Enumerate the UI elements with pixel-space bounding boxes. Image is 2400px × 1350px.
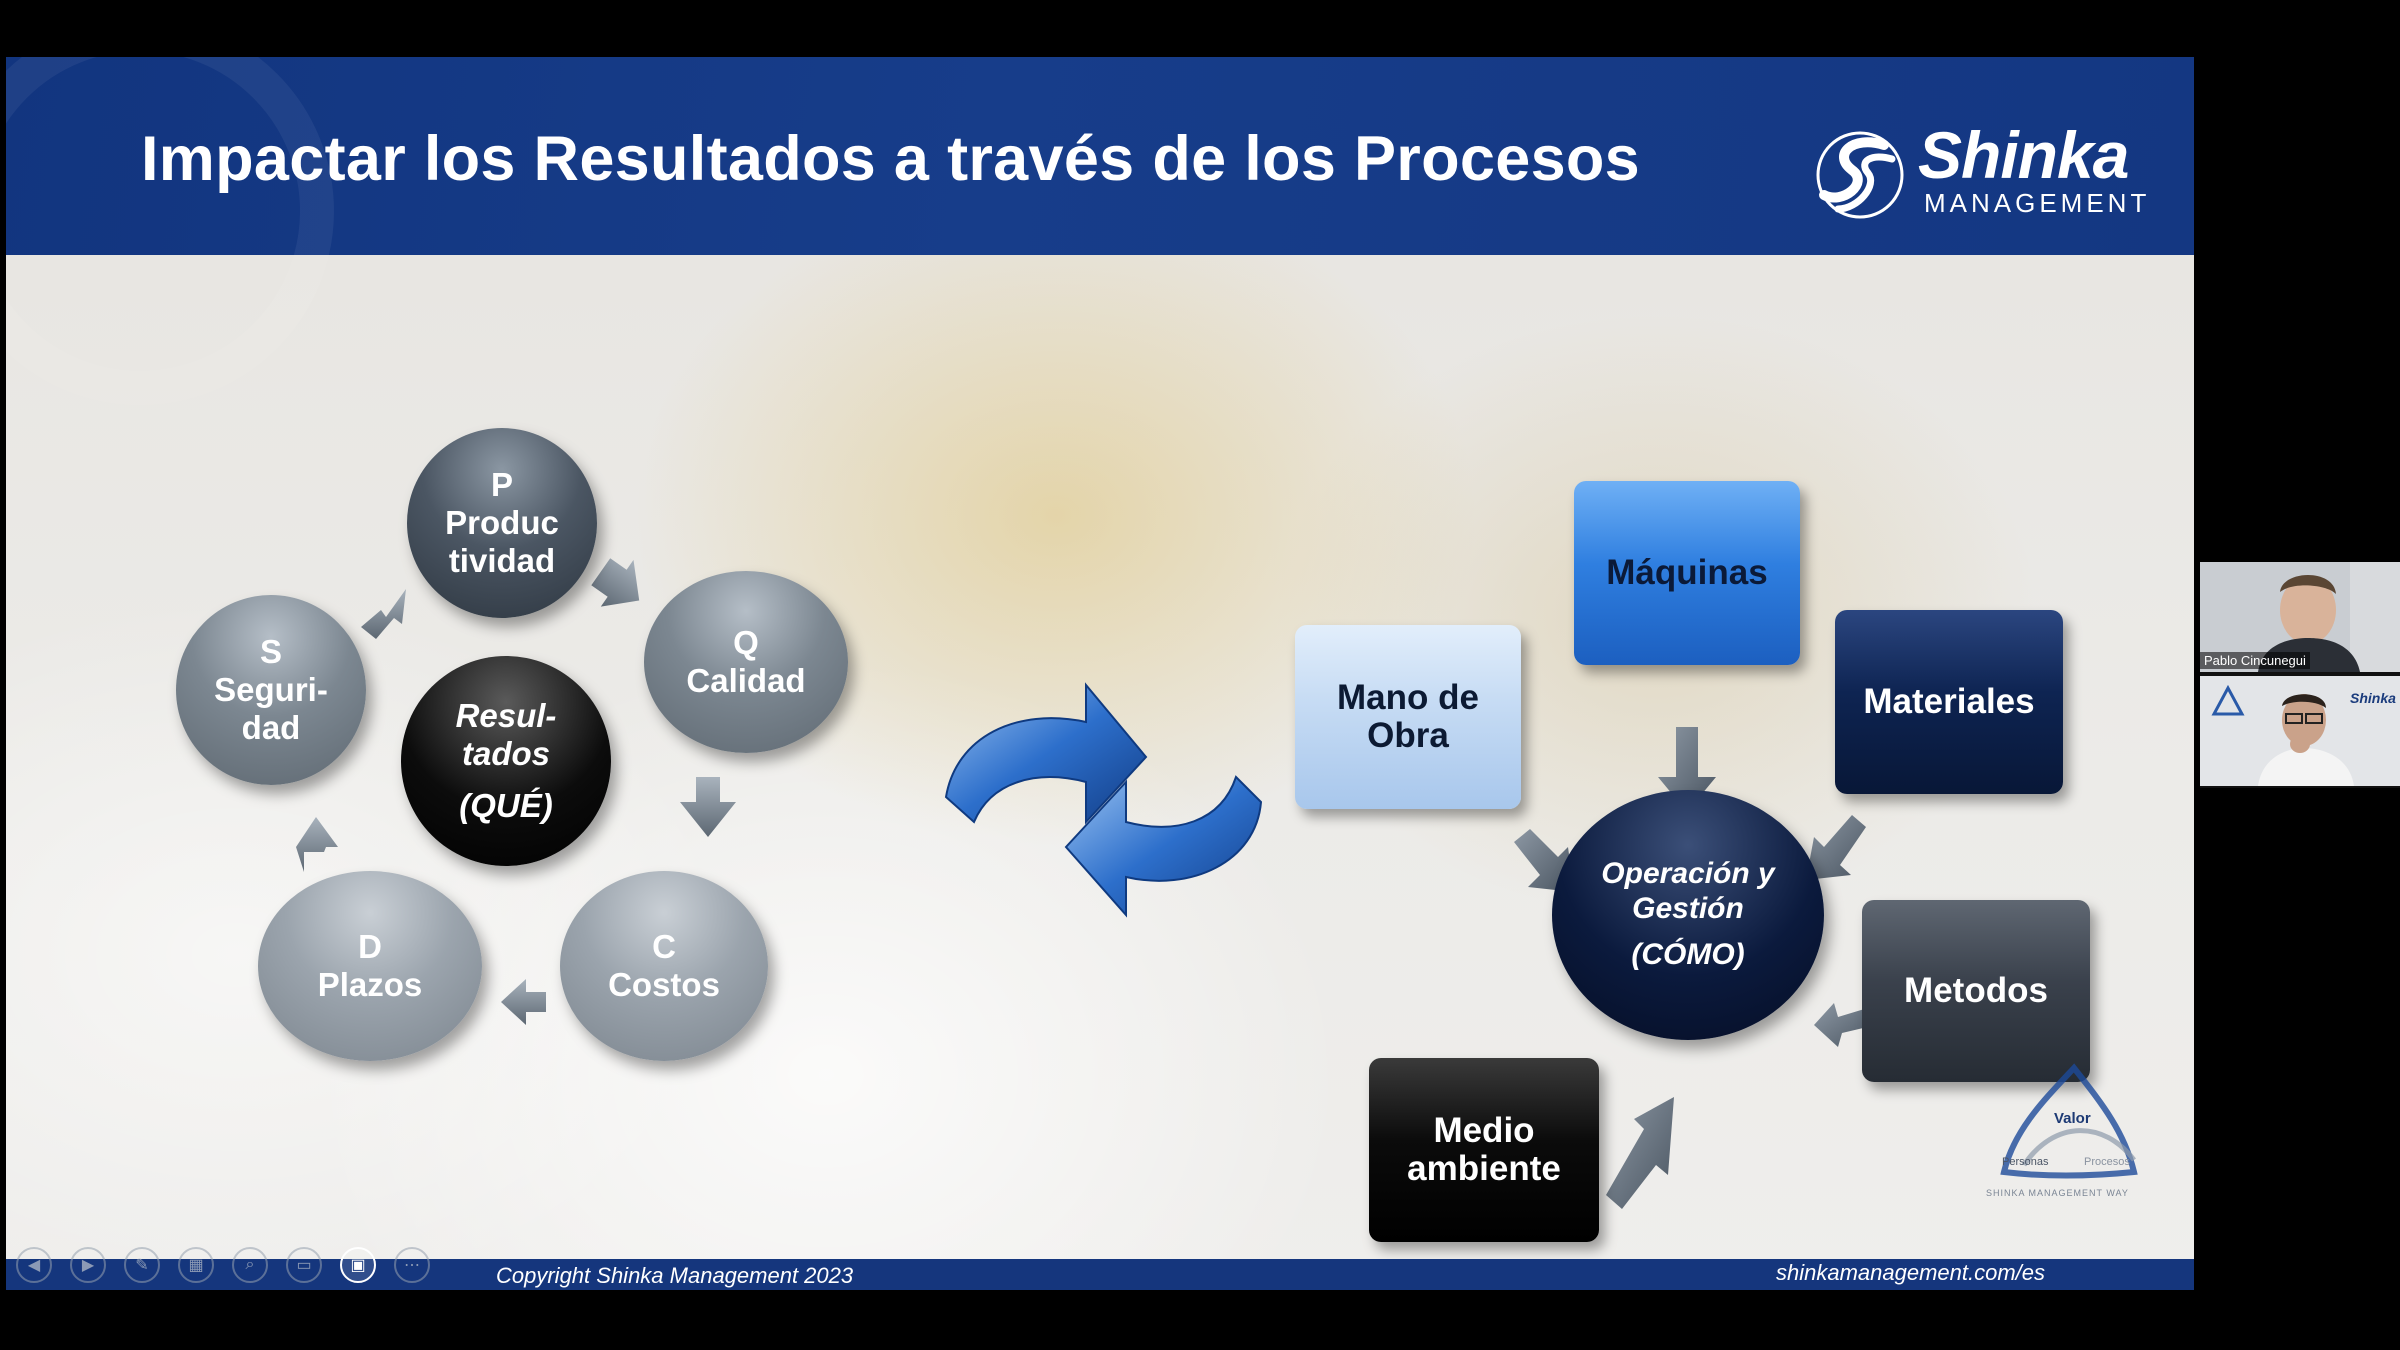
blue-exchange-arrow-bottom [1064,775,1263,918]
more-icon[interactable]: ⋯ [394,1247,430,1283]
shinka-logo: Shinka MANAGEMENT [1812,118,2146,225]
cycle-item-costos: C Costos [560,871,768,1061]
cycle-item-productividad: P Produc tividad [407,428,597,618]
watermark-procesos: Procesos [2084,1156,2130,1168]
watermark-personas: Personas [2002,1156,2049,1168]
box-medio-ambiente: Medio ambiente [1369,1058,1599,1242]
pen-icon[interactable]: ✎ [124,1247,160,1283]
watermark-caption: SHINKA MANAGEMENT WAY [1986,1188,2129,1198]
previous-icon[interactable]: ◀ [16,1247,52,1283]
camera-icon[interactable]: ▣ [340,1247,376,1283]
slides-grid-icon[interactable]: ▦ [178,1247,214,1283]
zoom-icon[interactable]: ⌕ [232,1247,268,1283]
arrow-q-to-c [680,777,736,837]
video-call-panel: Pablo Cincunegui Shinka [2200,562,2400,788]
slide-header: Impactar los Resultados a través de los … [6,57,2194,405]
participant-tile-2[interactable]: Shinka [2200,676,2400,786]
que-label: (QUÉ) [459,786,553,824]
next-icon[interactable]: ▶ [70,1247,106,1283]
cycle-item-calidad: Q Calidad [644,571,848,753]
participant-badge: Shinka [2350,690,2396,706]
arrow-metodos [1814,1003,1876,1047]
slide-title: Impactar los Resultados a través de los … [141,124,1641,194]
cycle-item-plazos: D Plazos [258,871,482,1061]
logo-wordmark: Shinka [1918,118,2129,192]
watermark-valor: Valor [2054,1110,2091,1127]
resultados-label: Resul- tados [455,697,557,773]
logo-subtitle: MANAGEMENT [1924,188,2151,218]
box-mano-de-obra: Mano de Obra [1295,625,1521,809]
blue-exchange-arrow-top [944,682,1148,825]
como-label: (CÓMO) [1631,938,1745,972]
arrow-c-to-d [501,979,546,1025]
participant-video-2 [2200,676,2400,786]
shinka-swoosh-icon [1816,131,1904,219]
operacion-gestion-label: Operación y Gestión [1601,857,1775,925]
arrow-medio-ambiente [1606,1097,1674,1209]
shinka-way-watermark: Valor Personas Procesos SHINKA MANAGEMEN… [1984,1060,2154,1210]
footer-url: shinkamanagement.com/es [1776,1260,2046,1285]
triangle-swirl-icon [2000,1063,2138,1179]
cycle-item-seguridad: S Seguri- dad [176,595,366,785]
arrow-d-to-s [296,817,338,872]
cycle-center-resultados: Resul- tados (QUÉ) [401,656,611,866]
arrow-s-to-p [361,589,406,639]
cycle-arrows [296,558,1876,1209]
slide: Impactar los Resultados a través de los … [6,57,2194,1290]
box-materiales: Materiales [1835,610,2063,794]
participant-name-label: Pablo Cincunegui [2200,652,2310,669]
subtitles-icon[interactable]: ▭ [286,1247,322,1283]
arrow-p-to-q [591,558,640,607]
footer-copyright: Copyright Shinka Management 2023 [496,1263,854,1288]
participant-tile-pablo[interactable]: Pablo Cincunegui [2200,562,2400,672]
box-metodos: Metodos [1862,900,2090,1082]
center-operacion-gestion: Operación y Gestión (CÓMO) [1552,790,1824,1040]
box-maquinas: Máquinas [1574,481,1800,665]
arrow-materiales [1806,815,1866,880]
